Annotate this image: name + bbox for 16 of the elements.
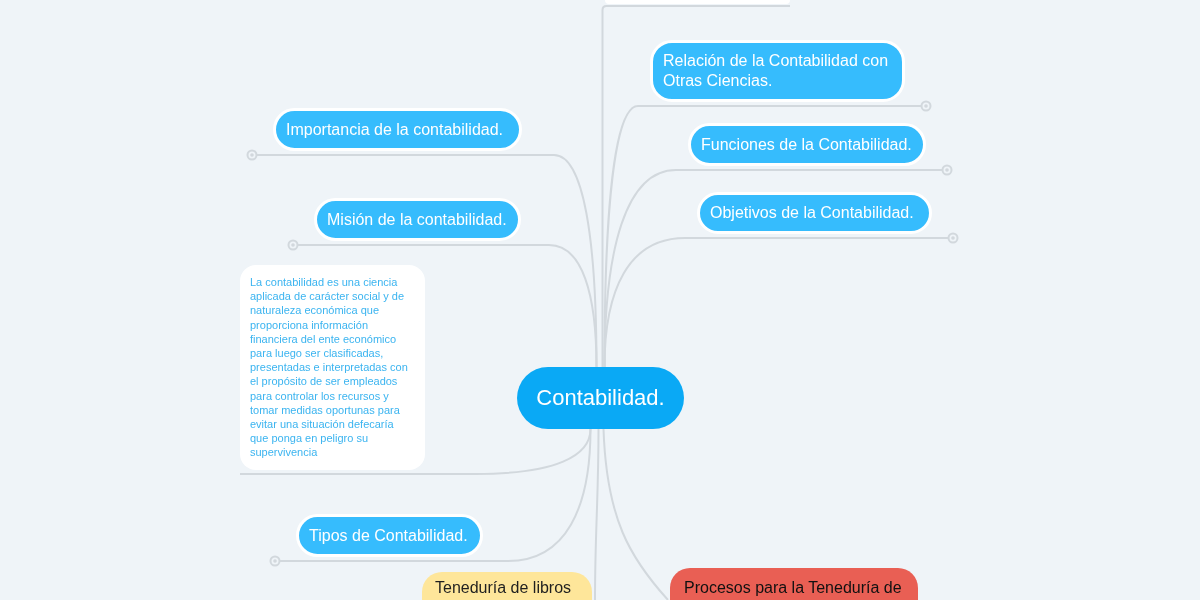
topic-bubble: Relación de la Contabilidad con Otras Ciencias. bbox=[650, 40, 905, 102]
topic-bubble: Objetivos de la Contabilidad. bbox=[697, 192, 932, 234]
topic-bubble: Funciones de la Contabilidad. bbox=[688, 123, 926, 166]
topic-bubble: Tipos de Contabilidad. bbox=[296, 514, 483, 557]
topic-bubble: Misión de la contabilidad. bbox=[314, 198, 521, 241]
branch-line bbox=[602, 428, 669, 600]
topic-bubble: Importancia de la contabilidad. bbox=[273, 108, 522, 151]
branch-line bbox=[295, 428, 592, 562]
central-topic: Contabilidad. bbox=[517, 367, 684, 429]
branch-line bbox=[313, 244, 598, 368]
topic-bubble: Teneduría de libros bbox=[422, 572, 592, 600]
branch-line bbox=[601, 5, 791, 368]
topic-bubble bbox=[605, 0, 790, 4]
topic-bubble: Procesos para la Teneduría de bbox=[670, 568, 918, 600]
branch-line bbox=[594, 428, 600, 600]
note-card: La contabilidad es una ciencia aplicada de carácter social y de naturaleza económica que proporciona información financiera del ente económico para luego ser clasificadas, presentadas e interpretadas con el propósito de ser empleados para controlar los recursos y tomar medidas oportunas para evitar una situación defecaría que ponga en peligro su supervivencia bbox=[240, 265, 425, 470]
